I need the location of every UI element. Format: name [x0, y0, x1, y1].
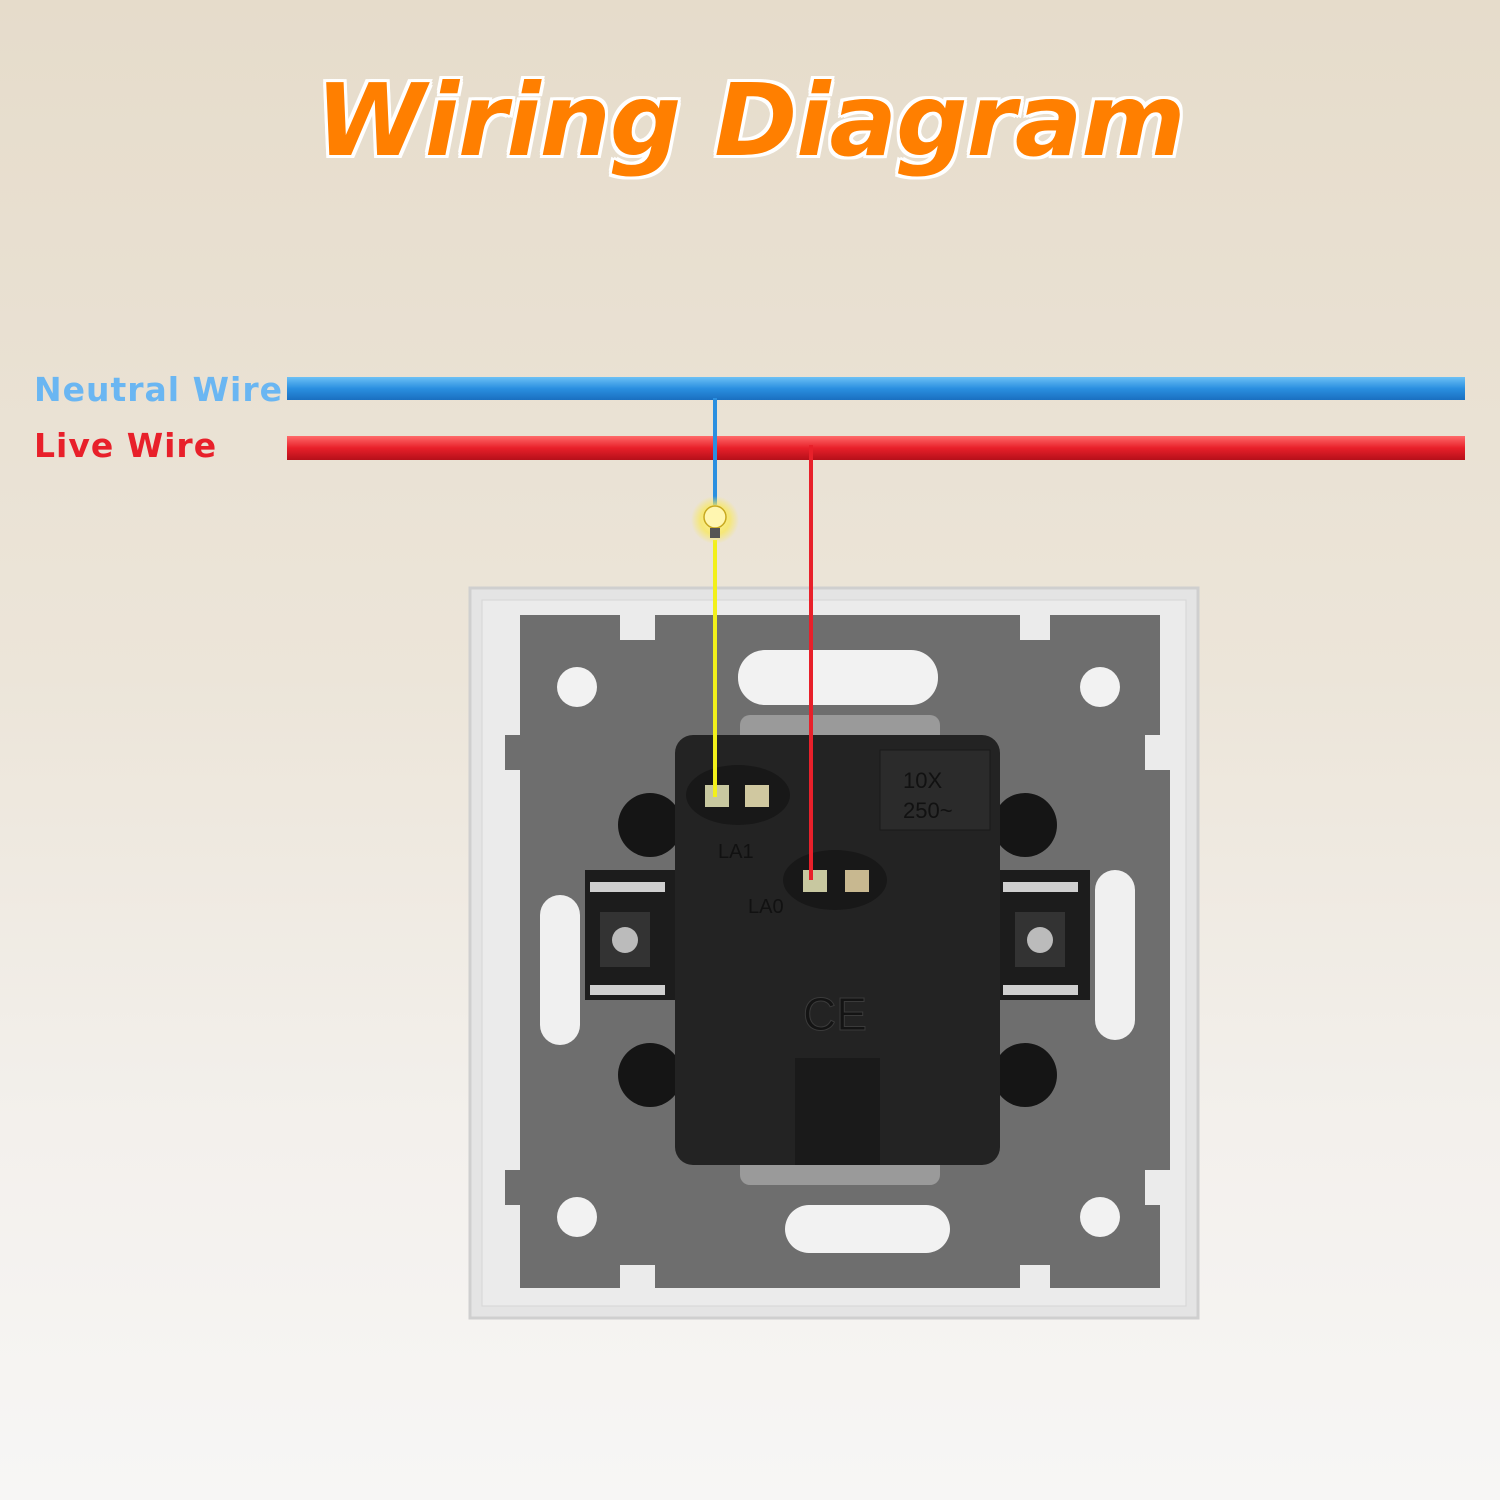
diagram-title: Wiring Diagram — [315, 62, 1185, 179]
switch-back: 10X 250~ LA1 LA0 CE — [468, 586, 1200, 1320]
terminal-la0-label: LA0 — [748, 896, 784, 918]
neutral-wire-label: Neutral Wire — [34, 370, 283, 409]
ce-mark: CE — [803, 988, 867, 1040]
live-wire — [287, 436, 1465, 460]
screw-icon — [1027, 927, 1053, 953]
terminal-la1-label: LA1 — [718, 841, 754, 863]
neutral-wire — [287, 377, 1465, 400]
screw-icon — [612, 927, 638, 953]
light-bulb-icon — [691, 496, 739, 544]
rating-current: 10X — [903, 768, 942, 793]
rating-voltage: 250~ — [903, 798, 953, 823]
live-wire-label: Live Wire — [34, 426, 218, 465]
